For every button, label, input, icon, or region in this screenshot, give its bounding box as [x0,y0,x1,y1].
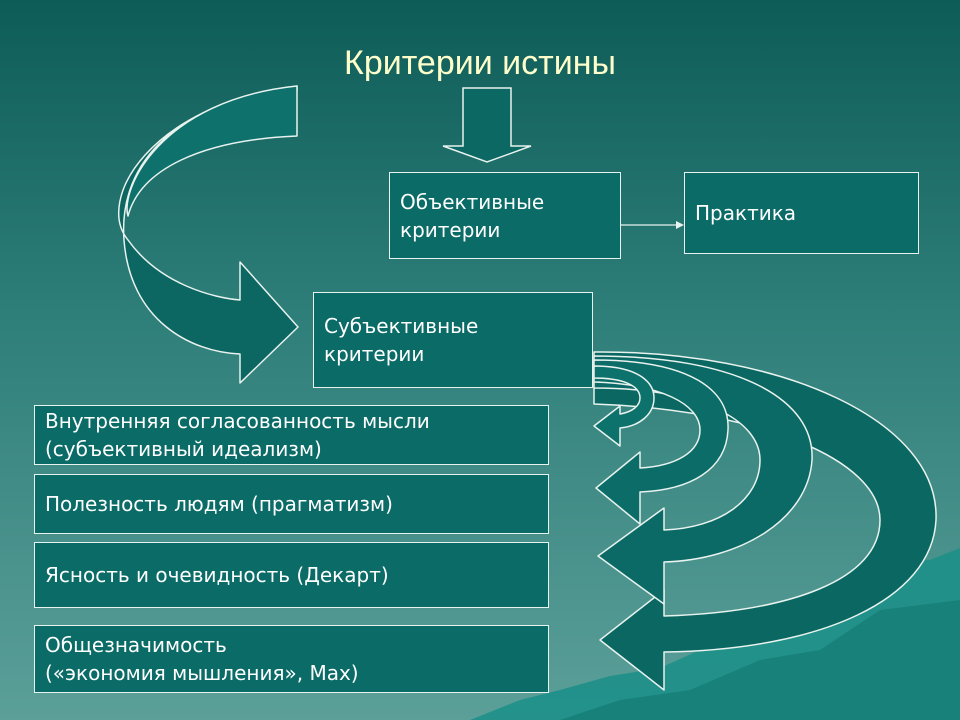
curved-arrow-2 [593,359,729,525]
criterion-box-pragmatism: Полезность людям (прагматизм) [34,474,549,534]
subjective-criteria-line1: Субъективные [324,314,479,338]
curved-arrow-left [118,85,299,384]
subjective-criteria-line2: критерии [324,342,425,366]
practice-label: Практика [695,201,797,225]
criterion-line2: (субъективный идеализм) [45,437,322,461]
curved-arrow-1 [593,365,655,447]
objective-criteria-line1: Объективные [400,189,545,214]
objective-criteria-box: Объективные критерии [389,172,621,259]
criterion-box-consistency: Внутренняя согласованность мысли (субъек… [34,405,549,465]
down-arrow [442,87,532,163]
objective-criteria-line2: критерии [400,217,501,242]
practice-box: Практика [684,172,919,254]
curved-arrow-3 [593,355,813,605]
criterion-line1: Внутренняя согласованность мысли [45,409,430,433]
criterion-line1: Общезначимость [45,633,227,657]
page-title: Критерии истины [344,44,616,82]
curved-arrow-4 [593,351,937,691]
subjective-criteria-box: Субъективные критерии [313,292,593,388]
criterion-box-descartes: Ясность и очевидность (Декарт) [34,542,549,608]
criterion-line1: Полезность людям (прагматизм) [45,492,393,516]
criterion-box-universality: Общезначимость («экономия мышления», Мах… [34,625,549,693]
criterion-line2: («экономия мышления», Мах) [45,661,359,685]
criterion-line1: Ясность и очевидность (Декарт) [45,563,389,587]
